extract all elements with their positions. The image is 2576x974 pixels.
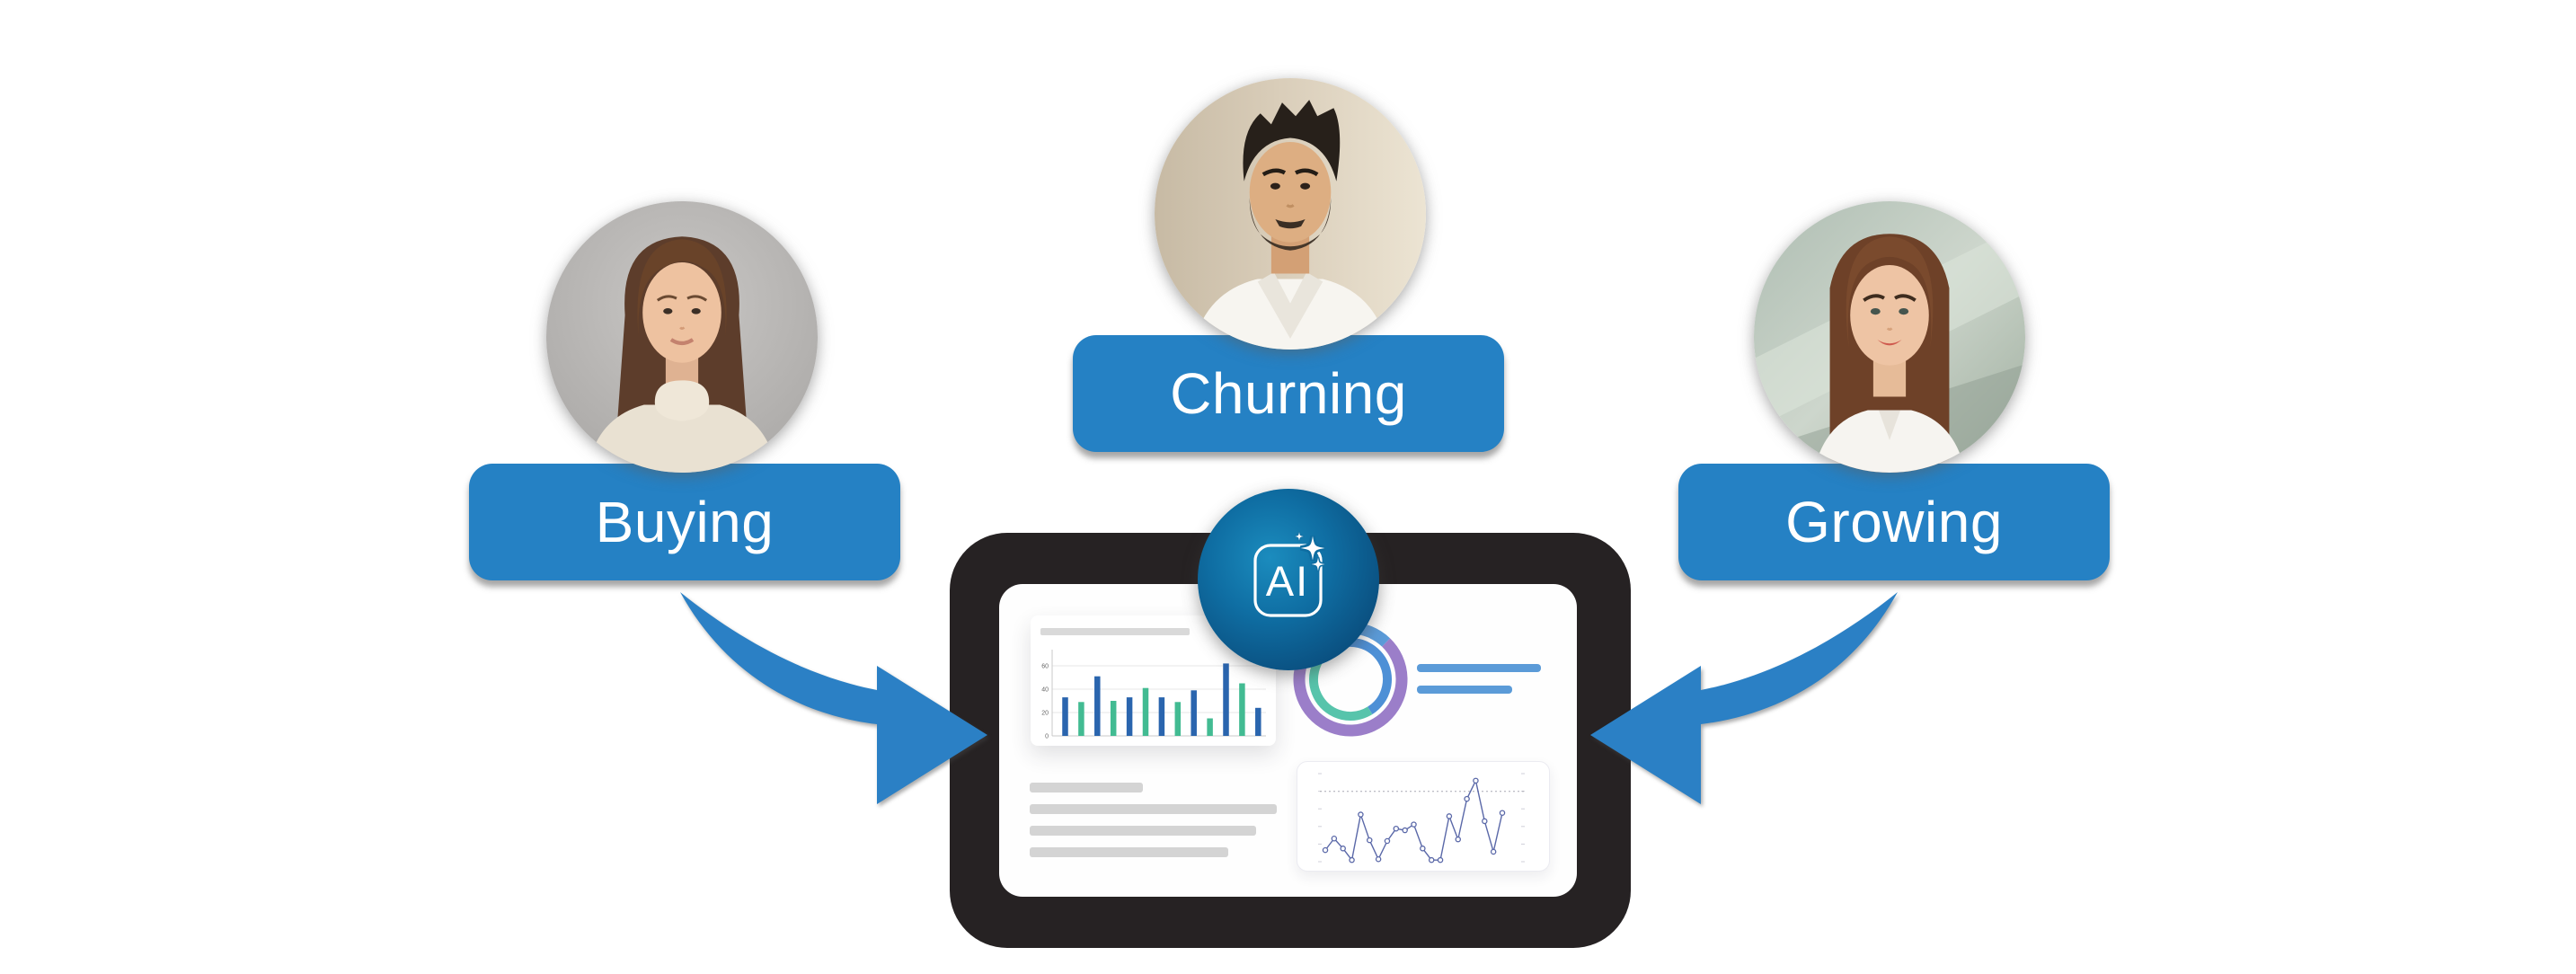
persona-label-buying-text: Buying	[595, 490, 775, 554]
avatar-buying-customer	[546, 201, 818, 473]
svg-text:20: 20	[1041, 711, 1049, 717]
man-portrait-beige-wall-icon	[1155, 78, 1426, 350]
text-placeholder-line-1	[1030, 783, 1143, 792]
sparkle-small-icon	[1311, 557, 1325, 571]
persona-label-growing-text: Growing	[1785, 490, 2003, 554]
dashboard-tablet: 0 20 40 60	[950, 533, 1631, 948]
persona-label-churning-text: Churning	[1170, 361, 1407, 426]
bar-chart: 0 20 40 60	[1041, 650, 1266, 740]
line-chart-card	[1297, 761, 1550, 872]
persona-label-growing: Growing	[1678, 464, 2110, 580]
sparkle-tiny-icon	[1294, 531, 1305, 542]
arrow-growing-to-dashboard-icon	[1590, 592, 1898, 804]
svg-text:40: 40	[1041, 687, 1049, 694]
persona-label-churning: Churning	[1073, 335, 1504, 452]
text-placeholder-line-2	[1030, 804, 1277, 814]
ai-badge-art: AI	[1253, 531, 1325, 617]
svg-text:0: 0	[1045, 734, 1049, 740]
line-chart	[1318, 773, 1525, 863]
persona-label-buying: Buying	[469, 464, 900, 580]
avatar-growing-customer	[1754, 201, 2025, 473]
ai-rounded-square-icon	[1253, 544, 1323, 617]
chart-title-placeholder	[1040, 628, 1190, 635]
arrow-buying-to-dashboard-icon	[680, 592, 987, 804]
avatar-churning-customer	[1155, 78, 1426, 350]
text-placeholder-line-3	[1030, 826, 1256, 836]
sparkle-large-icon	[1300, 536, 1325, 561]
dashboard-screen: 0 20 40 60	[999, 584, 1577, 897]
woman-portrait-gray-studio-icon	[546, 201, 818, 473]
legend-line-placeholder-2	[1417, 686, 1512, 694]
ai-badge-label: AI	[1266, 557, 1309, 605]
svg-text:60: 60	[1041, 664, 1049, 670]
woman-portrait-outdoor-icon	[1754, 201, 2025, 473]
text-placeholder-line-4	[1030, 847, 1228, 857]
legend-line-placeholder-1	[1417, 664, 1541, 672]
ai-badge: AI	[1198, 489, 1379, 670]
